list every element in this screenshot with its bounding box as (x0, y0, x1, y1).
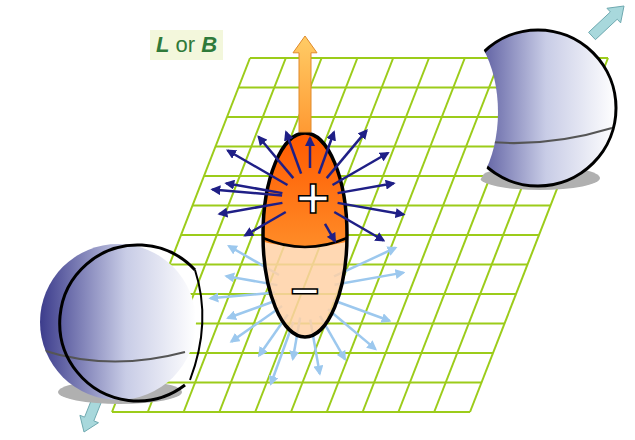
particle-arrow (210, 293, 275, 299)
spectator-nucleus (460, 30, 616, 190)
grid-line (124, 382, 482, 384)
particle-arrow (231, 306, 282, 342)
particle-arrow (325, 224, 335, 241)
particle-arrow (259, 137, 294, 178)
particle-arrow (245, 212, 286, 236)
spectator-nucleus (40, 222, 268, 422)
particle-arrow (338, 183, 394, 193)
particle-arrow (334, 212, 383, 241)
particle-arrow (338, 203, 404, 215)
particle-arrow (286, 132, 301, 173)
particle-arrow (309, 138, 312, 168)
particle-arrow (319, 132, 334, 173)
particle-arrow (327, 131, 367, 178)
grid-line (170, 264, 528, 266)
particle-arrow (328, 309, 375, 349)
fireball (263, 133, 347, 337)
particle-arrow (228, 151, 288, 186)
motion-arrow (589, 6, 624, 40)
particle-arrow (333, 153, 388, 185)
grid-line (112, 411, 470, 413)
particle-arrow (219, 203, 282, 214)
charge-sign: + (294, 174, 333, 220)
charge-sign: − (288, 270, 322, 310)
grid-line (255, 58, 393, 412)
field-label: L or B (150, 30, 223, 60)
particle-arrows (212, 131, 403, 242)
particle-arrow (333, 300, 389, 321)
grid-line (181, 234, 539, 236)
grid-line (193, 205, 551, 207)
particle-arrow (226, 183, 282, 193)
field-arrow (293, 36, 317, 132)
